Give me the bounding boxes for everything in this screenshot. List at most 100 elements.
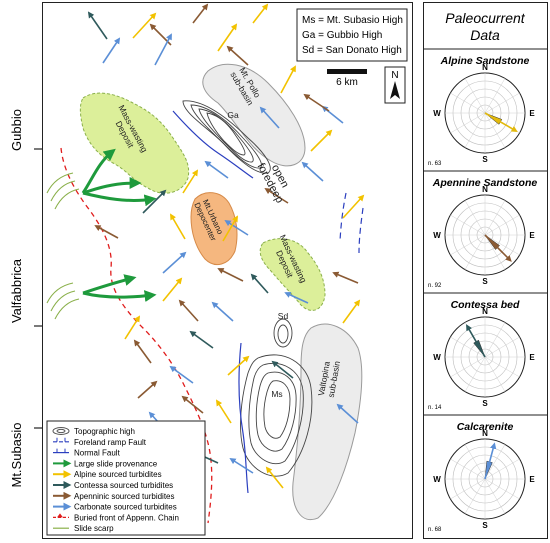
carbonate-arrow-24 [211,301,234,322]
mt-urbano-depocenter [190,192,238,266]
apenninic-arrow-42 [94,225,119,239]
rose-mean-arrow [484,234,512,262]
alpine-arrow-1 [132,12,157,39]
gubbio-high-contours [182,100,271,174]
carbonate-arrow-38 [284,291,309,304]
legend-label: Apenninic sourced turbidites [74,492,175,501]
rose-title: Alpine Sandstone [440,55,530,67]
legend-label: Topographic high [74,427,135,436]
legend-label: Contessa sourced turbidites [74,481,173,490]
rose-title: Calcarenite [457,421,514,433]
rose-axis-w: W [433,231,441,240]
legend-item-6: Contessa sourced turbidites [53,481,173,490]
slide-scarps [46,172,80,320]
rose-axis-e: E [529,109,535,118]
normal-fault-lines [172,110,254,494]
mass-wasting-deposit-north [79,92,190,194]
alpine-arrow-5 [217,23,238,52]
rose-axis-e: E [529,353,535,362]
legend-box [46,420,206,536]
alpine-arrow-12 [342,194,365,219]
alpine-arrow-16 [182,169,199,194]
key-line-ms: Ms = Mt. Subasio High [302,15,403,26]
alpine-arrow-19 [222,215,238,242]
apenninic-arrow-39 [332,271,359,284]
carbonate-arrow-21 [162,251,187,274]
alpine-arrow-7 [280,65,296,94]
alpine-arrow-45 [252,3,269,24]
paleocurrent-title-line1: Paleocurrent [445,10,525,26]
rose-title: Contessa bed [451,299,520,311]
rose-mean-arrow [484,112,518,132]
carbonate-arrow-46 [204,160,229,179]
rose-mean-arrow [466,324,486,358]
apenninic-arrow-18 [217,268,244,282]
rose-title: Apennine Sandstone [432,177,538,189]
legend-label: Alpine sourced turbidites [74,470,162,479]
rose-axis-s: S [482,399,488,408]
side-label-valfabbrica: Valfabbrica [9,258,24,323]
legend-label: Buried front of Appenn. Chain [74,513,179,522]
paleocurrent-arrows [87,3,365,489]
apenninic-arrow-36 [137,380,158,399]
rose-count: n. 63 [428,161,442,167]
alpine-arrow-40 [342,299,361,324]
rose-count: n. 14 [428,405,442,411]
legend-item-1: Topographic high [52,427,135,436]
legend-item-4: Large slide provenance [53,459,158,468]
legend-label: Normal Fault [74,449,121,458]
alpine-arrow-22 [162,277,183,302]
mt-pollo-subbasin [202,63,306,167]
scale-label: 6 km [336,77,358,88]
rose-axis-e: E [529,475,535,484]
abbreviation-key: Ms = Mt. Subasio High Ga = Gubbio High S… [296,8,408,62]
label-ms: Ms [271,389,282,399]
legend-item-10: Slide scarp [53,524,114,533]
legend-label: Slide scarp [74,524,114,533]
alpine-arrow-30 [227,355,250,376]
rose-axis-s: S [482,155,488,164]
contessa-arrow-26 [189,330,214,349]
rose-axis-e: E [529,231,535,240]
carbonate-arrow-17 [224,219,249,236]
carbonate-arrow-29 [169,365,194,384]
legend-item-5: Alpine sourced turbidites [53,470,162,479]
rose-count: n. 92 [428,283,442,289]
key-line-sd: Sd = San Donato High [302,45,402,56]
rose-axis-w: W [433,353,441,362]
san-donato-high-contours [273,318,293,348]
side-label-subasio: Mt.Subasio [9,422,24,487]
mass-wasting-deposit-south [259,238,326,311]
rose-axis-w: W [433,475,441,484]
apenninic-arrow-6 [226,45,249,66]
subasio-high-contours [240,354,313,477]
large-slide-arrows [81,148,157,302]
key-line-ga: Ga = Gubbio High [302,30,382,41]
carbonate-arrow-43 [102,37,121,64]
legend-item-2: Foreland ramp Fault [53,437,147,447]
rose-count: n. 68 [428,527,442,533]
foreland-ramp-faults [339,192,364,254]
apenninic-arrow-44 [192,3,209,24]
alpine-arrow-33 [215,399,232,424]
legend-item-8: Carbonate sourced turbidites [53,502,177,512]
north-label: N [391,70,398,81]
contessa-arrow-3 [87,11,108,40]
topographic-high-icon [52,427,70,435]
rose-axis-n: N [482,307,488,316]
legend-label: Carbonate sourced turbidites [74,503,177,512]
alpine-arrow-9 [310,129,333,152]
apenninic-arrow-14 [303,93,330,112]
buried-apennine-front [60,147,213,524]
contessa-arrow-15 [142,189,167,214]
legend-item-9: Buried front of Appenn. Chain [53,513,179,522]
side-axis: Gubbio Valfabbrica Mt.Subasio [9,109,42,488]
carbonate-arrow-35 [229,457,254,474]
